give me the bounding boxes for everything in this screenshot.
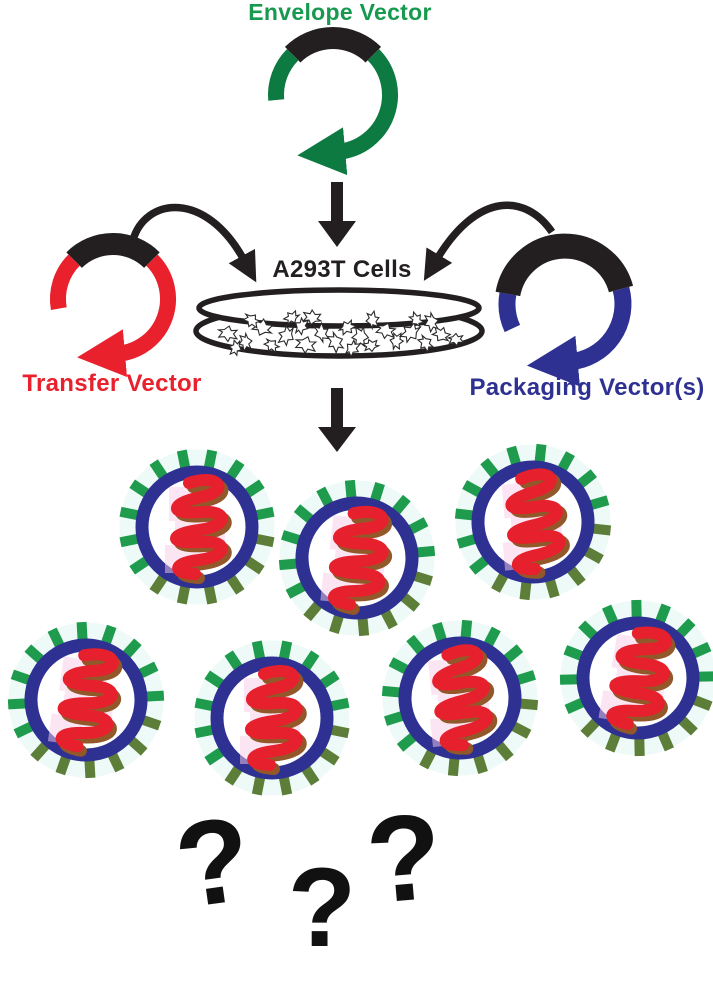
virus-particle-icon — [195, 641, 350, 796]
virus-particle-icon — [0, 612, 174, 787]
transfer-vector-label: Transfer Vector — [22, 370, 201, 397]
virus-particle-icon — [449, 438, 617, 606]
question-mark: ? — [288, 845, 356, 970]
question-marks-group: ??? — [168, 787, 448, 970]
question-mark: ? — [361, 787, 447, 929]
virus-particle-icon — [548, 588, 713, 768]
down-arrow-top-icon — [318, 182, 356, 247]
envelope-plasmid-icon — [268, 27, 398, 176]
packaging-vector-label: Packaging Vector(s) — [469, 374, 704, 401]
cells-label: A293T Cells — [272, 256, 411, 283]
down-arrow-bottom-icon — [318, 388, 356, 452]
virus-particle-icon — [272, 473, 442, 643]
curved-arrow-right-icon — [423, 201, 556, 281]
envelope-vector-label: Envelope Vector — [248, 0, 431, 25]
packaging-plasmid-icon — [495, 233, 634, 387]
virus-particle-icon — [375, 613, 545, 783]
question-mark: ? — [168, 791, 259, 934]
transfer-plasmid-icon — [50, 232, 176, 378]
transfer-insert-icon — [66, 232, 160, 269]
virus-particle-icon — [120, 450, 275, 605]
packaging-insert-icon — [495, 233, 634, 297]
petri-dish-icon — [193, 287, 485, 360]
envelope-insert-icon — [284, 27, 382, 63]
curved-arrow-left-icon — [129, 203, 257, 283]
virus-particles-group — [0, 438, 713, 795]
